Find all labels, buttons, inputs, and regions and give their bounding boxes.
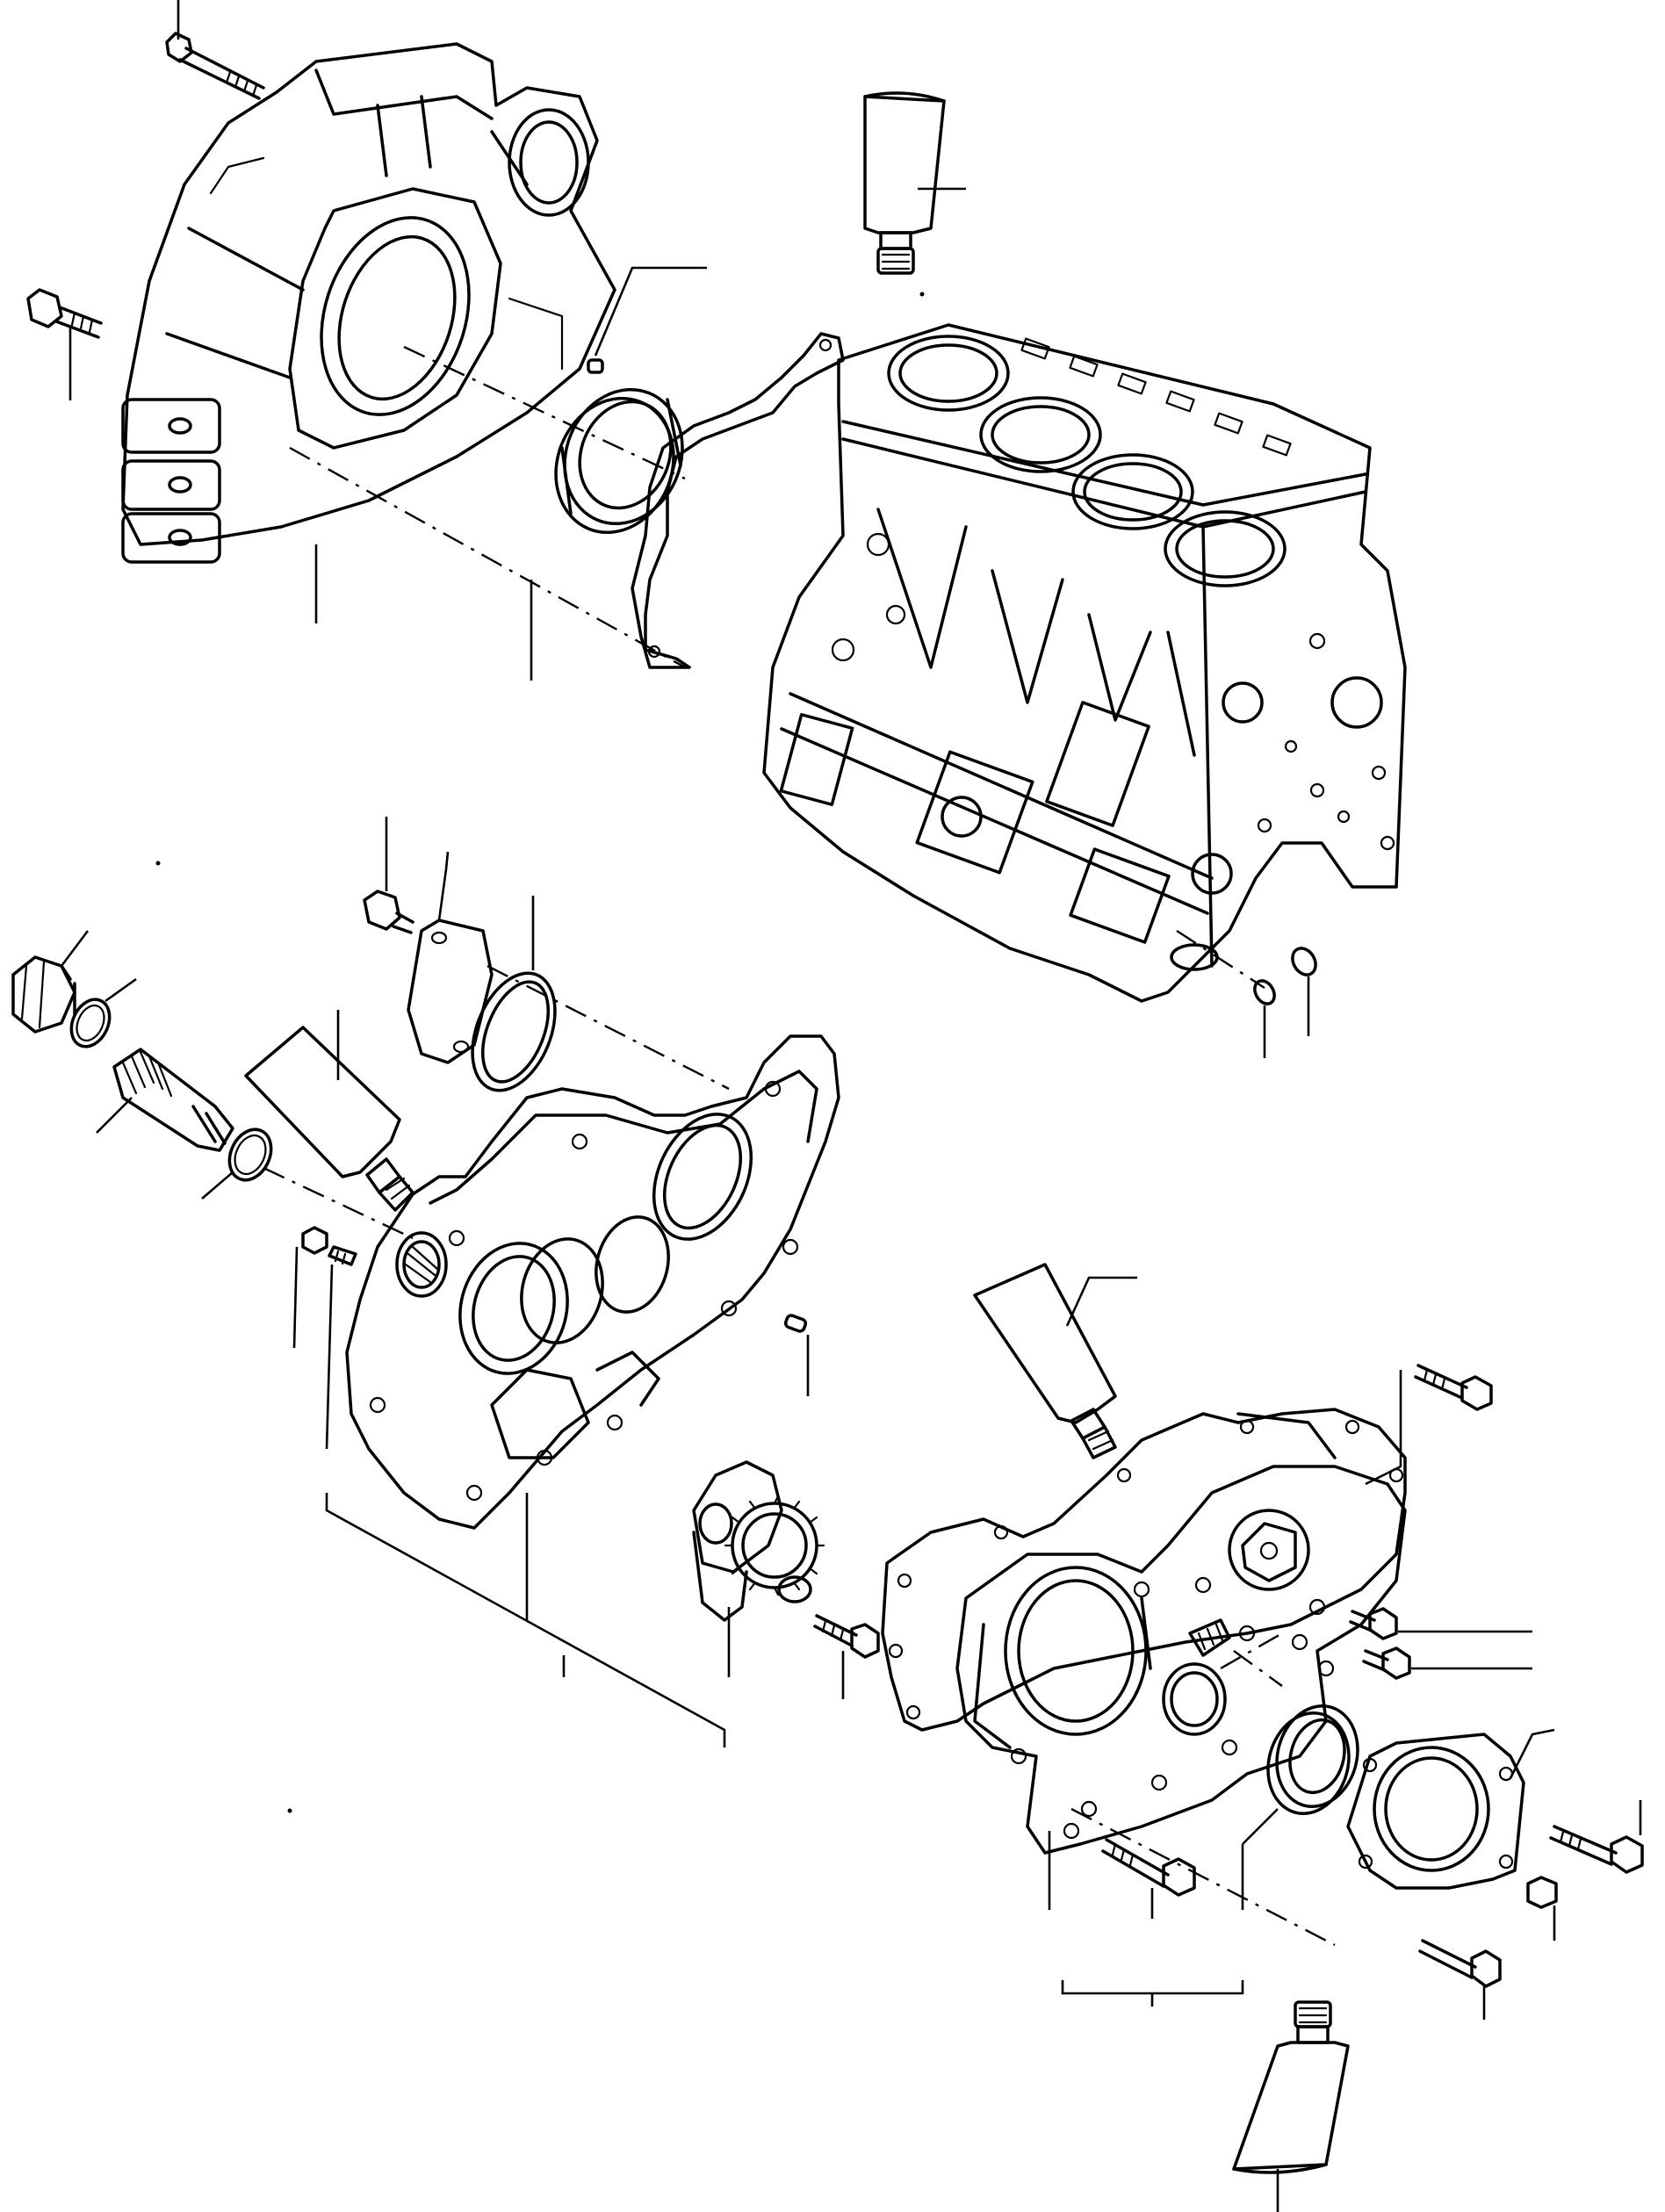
dot-mark (919, 292, 925, 297)
inspection-cover (407, 851, 494, 1064)
sealant-tube-top (863, 91, 966, 275)
relief-valve-spring (96, 1048, 234, 1152)
axis-line-housing (289, 446, 686, 669)
gear-case-nut (292, 1226, 328, 1349)
relief-valve-plug (11, 930, 90, 1034)
axis-line-rear (403, 345, 686, 480)
front-cover-bolt-bottom (1101, 1838, 1196, 1919)
bolt-left (26, 288, 103, 400)
o-ring-cover (471, 896, 557, 1092)
dot-mark (155, 861, 161, 866)
gear-case-assembly-bracket (325, 1493, 726, 1747)
axis-line-front (1070, 1807, 1336, 1947)
block-o-rings (1176, 929, 1317, 1058)
side-cover-bolt-2 (1418, 1939, 1502, 2020)
flywheel-housing (121, 42, 616, 564)
front-crank-oil-seal (1241, 1704, 1359, 1910)
cover-bolt (363, 817, 414, 934)
side-cover-nut (1526, 1876, 1558, 1941)
rear-gasket (631, 332, 845, 669)
axis-line-pin (1220, 1632, 1283, 1670)
gear-case (345, 1034, 840, 1530)
side-cover-bolt-1 (1549, 1800, 1644, 1874)
cover-bolt-right-1 (1349, 1607, 1532, 1640)
axis-line-seal (1233, 1650, 1283, 1687)
dowel-pin (587, 266, 707, 374)
front-gear-cover (955, 1370, 1407, 1910)
side-cover (1346, 1728, 1555, 1890)
rear-crank-oil-seal (530, 387, 684, 681)
gear-case-stud (325, 1245, 357, 1450)
dot-mark (287, 1808, 292, 1813)
axis-line-cover (487, 964, 730, 1091)
cover-bolt-right-top (1414, 1364, 1493, 1411)
cylinder-block (762, 323, 1407, 1003)
sealant-tube-right (973, 1263, 1137, 1459)
axis-line-valve (263, 1166, 414, 1240)
cover-bolt-right-2 (1362, 1646, 1532, 1680)
sealant-tube-bottom (1232, 2000, 1350, 2212)
oil-pump (692, 1460, 825, 1677)
valve-o-ring-2 (201, 1128, 273, 1200)
oil-pump-bolt (813, 1614, 880, 1699)
front-gear-cover-gasket (881, 1408, 1407, 1732)
valve-o-ring-1 (69, 977, 137, 1048)
front-cover-assembly-bracket (1061, 1980, 1244, 2007)
gear-case-pin (783, 1314, 810, 1396)
bolt-top (165, 0, 265, 100)
sealant-tube-middle (244, 1010, 414, 1212)
